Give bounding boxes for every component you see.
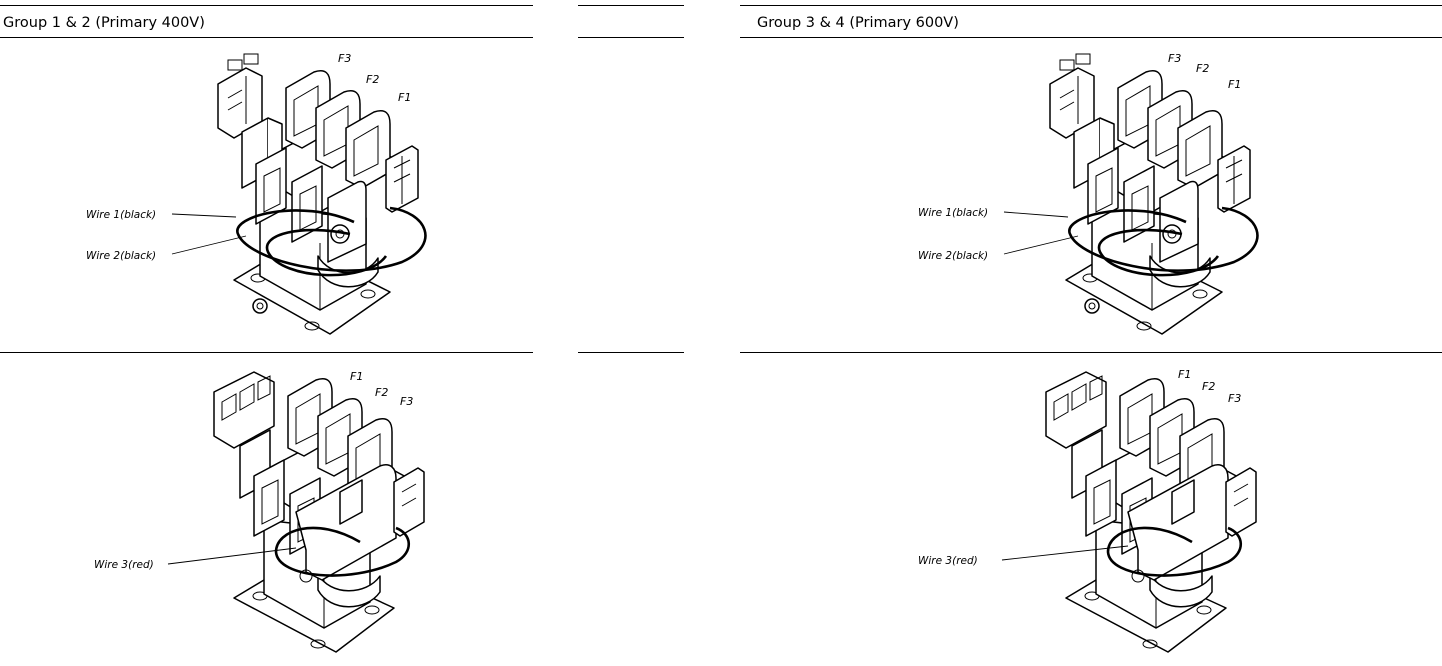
fuse-label: F1 xyxy=(350,370,363,383)
fuse-label: F2 xyxy=(375,386,388,399)
rule-mid-right xyxy=(740,352,1442,353)
fuse-label: F2 xyxy=(1202,380,1215,393)
wire-label: Wire 3(red) xyxy=(918,555,978,567)
rule-header-right xyxy=(740,37,1442,38)
fuse-label: F2 xyxy=(366,73,379,86)
rule-mid-middle xyxy=(578,352,684,353)
fuse-label: F3 xyxy=(1228,392,1241,405)
rule-header-middle xyxy=(578,37,684,38)
transformer-diagram-400v-top: F3 F2 F1 Wire 1(black) Wire 2(black) xyxy=(86,52,427,336)
rule-header-left xyxy=(0,37,533,38)
rule-mid-left xyxy=(0,352,533,353)
fuse-label: F1 xyxy=(1178,368,1191,381)
fuse-label: F2 xyxy=(1196,62,1209,75)
wire-label: Wire 1(black) xyxy=(918,207,988,219)
transformer-diagram-600v-top: F3 F2 F1 Wire 1(black) Wire 2(black) xyxy=(918,52,1259,336)
transformer-diagram-600v-bottom: F1 F2 F3 Wire 3(red) xyxy=(918,368,1258,654)
section-heading-left: Group 1 & 2 (Primary 400V) xyxy=(3,15,205,31)
wire-label: Wire 1(black) xyxy=(86,209,156,221)
rule-top-left xyxy=(0,5,533,6)
wire-label: Wire 2(black) xyxy=(86,250,156,262)
rule-top-right xyxy=(740,5,1442,6)
rule-top-middle xyxy=(578,5,684,6)
fuse-label: F3 xyxy=(338,52,351,65)
wire-label: Wire 2(black) xyxy=(918,250,988,262)
section-heading-right: Group 3 & 4 (Primary 600V) xyxy=(757,15,959,31)
fuse-label: F3 xyxy=(400,395,413,408)
fuse-label: F1 xyxy=(398,91,411,104)
transformer-diagram-400v-bottom: F1 F2 F3 Wire 3(red) xyxy=(94,370,426,654)
fuse-label: F1 xyxy=(1228,78,1241,91)
fuse-label: F3 xyxy=(1168,52,1181,65)
wire-label: Wire 3(red) xyxy=(94,559,154,571)
